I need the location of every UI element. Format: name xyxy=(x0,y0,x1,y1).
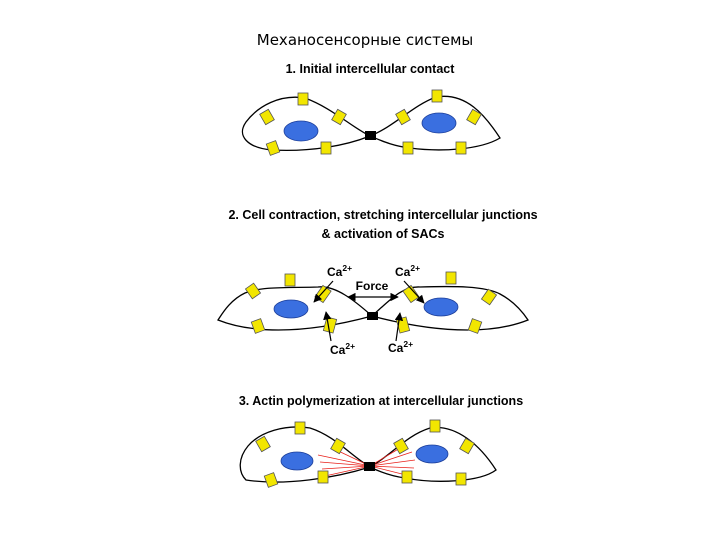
sac-channel xyxy=(322,316,338,334)
sac-channel xyxy=(244,282,262,300)
sac-channel xyxy=(429,419,441,433)
calcium-label-top-left: Ca2+ xyxy=(327,263,352,279)
actin-filament xyxy=(321,465,371,470)
panel-actin-polymerization: 3. Actin polymerization at intercellular… xyxy=(239,394,523,488)
left-nucleus xyxy=(283,120,319,142)
sac-channel xyxy=(263,472,279,488)
calcium-influx-arrow xyxy=(323,311,332,342)
calcium-label-bottom-right: Ca2+ xyxy=(388,339,413,355)
ion-charge: 2+ xyxy=(342,263,352,273)
panel-initial-contact: 1. Initial intercellular contact xyxy=(241,62,501,156)
left-cell-membrane xyxy=(217,286,374,331)
sac-channel xyxy=(330,437,346,455)
sac-channel xyxy=(431,89,443,103)
sac-channel xyxy=(297,92,309,106)
ion-symbol: Ca xyxy=(395,265,411,279)
sac-channel xyxy=(284,273,296,287)
left-cell-membrane xyxy=(239,426,372,483)
ion-charge: 2+ xyxy=(345,341,355,351)
panel1-heading: 1. Initial intercellular contact xyxy=(286,62,456,76)
right-nucleus xyxy=(415,444,449,464)
left-nucleus xyxy=(280,451,314,471)
right-cell-membrane xyxy=(368,95,501,151)
sac-channel xyxy=(455,141,467,155)
actin-filament xyxy=(369,451,413,467)
sac-channel xyxy=(294,421,306,435)
panel-cell-contraction: 2. Cell contraction, stretching intercel… xyxy=(217,208,538,357)
sac-channel xyxy=(395,108,411,126)
sac-channel xyxy=(459,437,475,455)
sac-channel xyxy=(466,108,482,126)
sac-channel xyxy=(445,271,457,285)
actin-filament xyxy=(369,459,416,467)
calcium-influx-arrow xyxy=(394,312,404,342)
junction xyxy=(365,131,376,140)
calcium-label-top-right: Ca2+ xyxy=(395,263,420,279)
sac-channels xyxy=(259,89,482,156)
sac-channel xyxy=(250,318,266,334)
ion-symbol: Ca xyxy=(388,341,404,355)
ion-charge: 2+ xyxy=(403,339,413,349)
sac-channel xyxy=(402,141,414,155)
slide-title: Механосенсорные системы xyxy=(257,31,473,49)
sac-channel xyxy=(317,470,329,484)
sac-channel xyxy=(320,141,332,155)
right-nucleus xyxy=(421,112,457,134)
sac-channel xyxy=(402,284,420,304)
sac-channel xyxy=(393,437,409,455)
sac-channel xyxy=(259,108,275,126)
junction xyxy=(364,462,375,471)
panel2-heading-line1: 2. Cell contraction, stretching intercel… xyxy=(228,208,537,222)
sac-channel xyxy=(401,470,413,484)
panel2-heading-line2: & activation of SACs xyxy=(322,227,445,241)
ion-symbol: Ca xyxy=(330,343,346,357)
sac-channel xyxy=(331,108,347,126)
calcium-influx-arrow xyxy=(313,280,334,303)
sac-channel xyxy=(480,288,498,306)
sac-channel xyxy=(255,435,271,453)
sac-channel xyxy=(265,140,281,156)
calcium-influx-arrow xyxy=(403,280,425,304)
junction xyxy=(367,312,378,320)
sac-channel xyxy=(467,318,483,334)
actin-filament xyxy=(319,461,371,467)
calcium-label-bottom-left: Ca2+ xyxy=(330,341,355,357)
panel3-heading: 3. Actin polymerization at intercellular… xyxy=(239,394,523,408)
sac-channels xyxy=(255,419,475,488)
ion-charge: 2+ xyxy=(410,263,420,273)
actin-filament xyxy=(369,465,415,469)
left-nucleus xyxy=(273,299,309,319)
sac-channel xyxy=(455,472,467,486)
left-cell-membrane xyxy=(241,96,372,152)
ion-symbol: Ca xyxy=(327,265,343,279)
actin-filament xyxy=(317,454,371,467)
force-label: Force xyxy=(356,279,389,293)
actin-filament xyxy=(324,465,371,477)
right-nucleus xyxy=(423,297,459,317)
right-cell-membrane xyxy=(368,426,497,482)
